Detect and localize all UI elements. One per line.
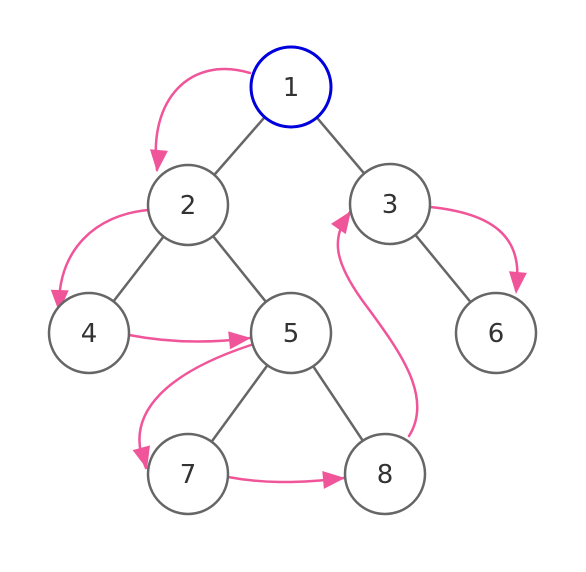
tree-node-5: 5: [249, 291, 333, 375]
tree-node-2: 2: [146, 163, 230, 247]
traversal-arrowhead-4-5: [228, 331, 251, 350]
tree-nodes: 1 2 3 4 5 6 7 8: [47, 45, 538, 516]
node-circle: [454, 291, 538, 375]
tree-edges: [88, 86, 497, 475]
traversal-arrowhead-7-8: [322, 470, 345, 489]
traversal-arrowhead-3-6: [508, 271, 527, 294]
node-circle: [47, 291, 131, 375]
tree-node-8: 8: [343, 432, 427, 516]
traversal-arrow-3-6: [428, 205, 527, 294]
traversal-arrow-4-5: [127, 331, 252, 350]
traversal-arrow-8-3: [331, 210, 419, 438]
traversal-curve-8-3: [336, 210, 419, 438]
node-circle: [146, 163, 230, 247]
node-circle: [348, 162, 432, 246]
node-label: 5: [283, 319, 300, 349]
traversal-curve-1-2: [154, 67, 252, 172]
traversal-curve-2-4: [57, 208, 150, 310]
traversal-arrowhead-2-4: [50, 289, 69, 312]
traversal-arrowhead-5-7: [132, 445, 150, 469]
node-label: 4: [81, 319, 98, 349]
traversal-arrow-5-7: [132, 343, 253, 470]
traversal-arrowhead-8-3: [331, 211, 351, 235]
node-label: 3: [382, 190, 399, 220]
node-label: 8: [377, 460, 394, 490]
node-circle: [146, 432, 230, 516]
traversal-curve-3-6: [428, 205, 519, 292]
node-label: 6: [488, 319, 505, 349]
node-circle: [249, 291, 333, 375]
traversal-curve-5-7: [138, 343, 253, 470]
traversal-arrow-1-2: [149, 67, 252, 172]
traversal-arrow-7-8: [226, 470, 346, 489]
traversal-arrowhead-1-2: [149, 149, 168, 172]
tree-node-6: 6: [454, 291, 538, 375]
node-label: 1: [283, 73, 300, 103]
root-node-circle: [249, 45, 333, 129]
tree-node-4: 4: [47, 291, 131, 375]
tree-node-1: 1: [249, 45, 333, 129]
tree-node-3: 3: [348, 162, 432, 246]
node-label: 2: [180, 191, 197, 221]
tree-node-7: 7: [146, 432, 230, 516]
node-circle: [343, 432, 427, 516]
traversal-arrows: [50, 67, 527, 489]
node-label: 7: [180, 460, 197, 490]
traversal-arrow-2-4: [50, 208, 150, 312]
